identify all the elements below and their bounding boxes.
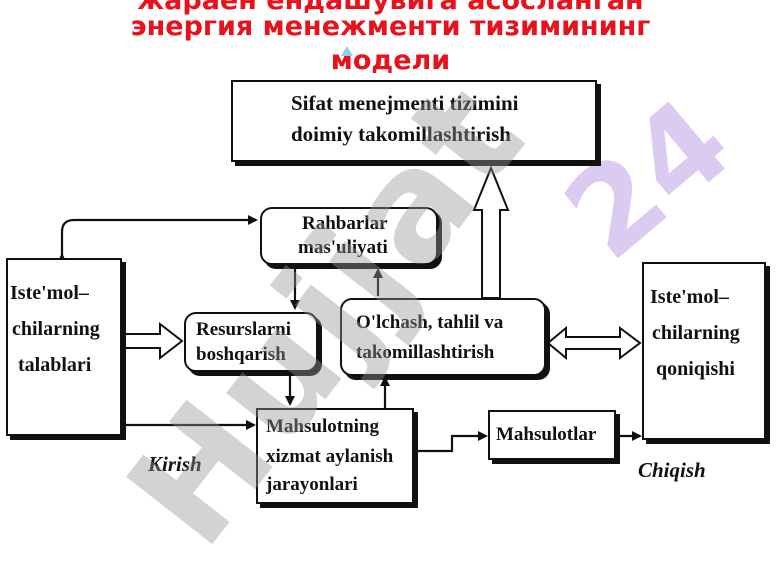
hollow-arrow-left-to-resurs (123, 321, 184, 361)
label-kirish: Kirish (148, 452, 202, 476)
hollow-arrow-olchash-right (546, 325, 642, 361)
box-istemol-qoniqishi: Iste'mol– chilarning qoniqishi (642, 262, 766, 440)
title-line-1: жараён ёндашувига асосланган (137, 0, 644, 16)
right-box-line-2: chilarning (652, 322, 740, 344)
box-istemol-talablari: Iste'mol– chilarning talablari (6, 258, 122, 436)
left-box-line-2: chilarning (12, 318, 100, 340)
diagram-canvas: 24 жараён ёндашувига асосланган энергия … (6, 0, 766, 577)
top-box-line-1: Sifat menejmenti tizimini (291, 91, 519, 115)
mahsulotlar-label: Mahsulotlar (496, 424, 597, 445)
hollow-arrow-up-to-top (472, 165, 510, 299)
connector-layer (57, 46, 642, 453)
rahbar-line-1: Rahbarlar (302, 213, 388, 234)
right-box-line-1: Iste'mol– (650, 286, 729, 308)
right-box-line-3: qoniqishi (656, 358, 735, 380)
mahsulot-line-2: xizmat aylanish (266, 446, 394, 467)
label-chiqish: Chiqish (638, 458, 706, 482)
box-olchash: O'lchash, tahlil va takomillashtirish (340, 298, 546, 376)
small-triangle-mark (341, 46, 353, 56)
arrow-mahsulot-to-mahsulotlar (416, 431, 488, 453)
left-box-line-3: talablari (18, 354, 92, 376)
olchash-line-2: takomillashtirish (356, 342, 495, 363)
box-resurslar: Resurslarni boshqarish (184, 312, 318, 372)
mahsulot-line-3: jarayonlari (266, 474, 358, 495)
box-mahsulot-jarayonlari: Mahsulotning xizmat aylanish jarayonlari (256, 408, 414, 504)
rahbar-line-2: mas'uliyati (298, 237, 388, 258)
left-box-line-1: Iste'mol– (10, 282, 89, 304)
top-box-line-2: doimiy takomillashtirish (291, 122, 511, 146)
olchash-line-1: O'lchash, tahlil va (356, 312, 504, 333)
title-line-2: энергия менежменти тизимининг (130, 11, 651, 42)
title-line-3: модели (330, 45, 451, 76)
resurs-line-1: Resurslarni (196, 319, 291, 340)
box-rahbarlar: Rahbarlar mas'uliyati (260, 207, 438, 265)
arrow-left-to-rahbar (57, 215, 258, 263)
box-top-continuous-improvement: Sifat menejmenti tizimini doimiy takomil… (231, 80, 597, 162)
box-mahsulotlar: Mahsulotlar (488, 410, 616, 460)
resurs-line-2: boshqarish (196, 344, 286, 365)
mahsulot-line-1: Mahsulotning (266, 416, 379, 437)
